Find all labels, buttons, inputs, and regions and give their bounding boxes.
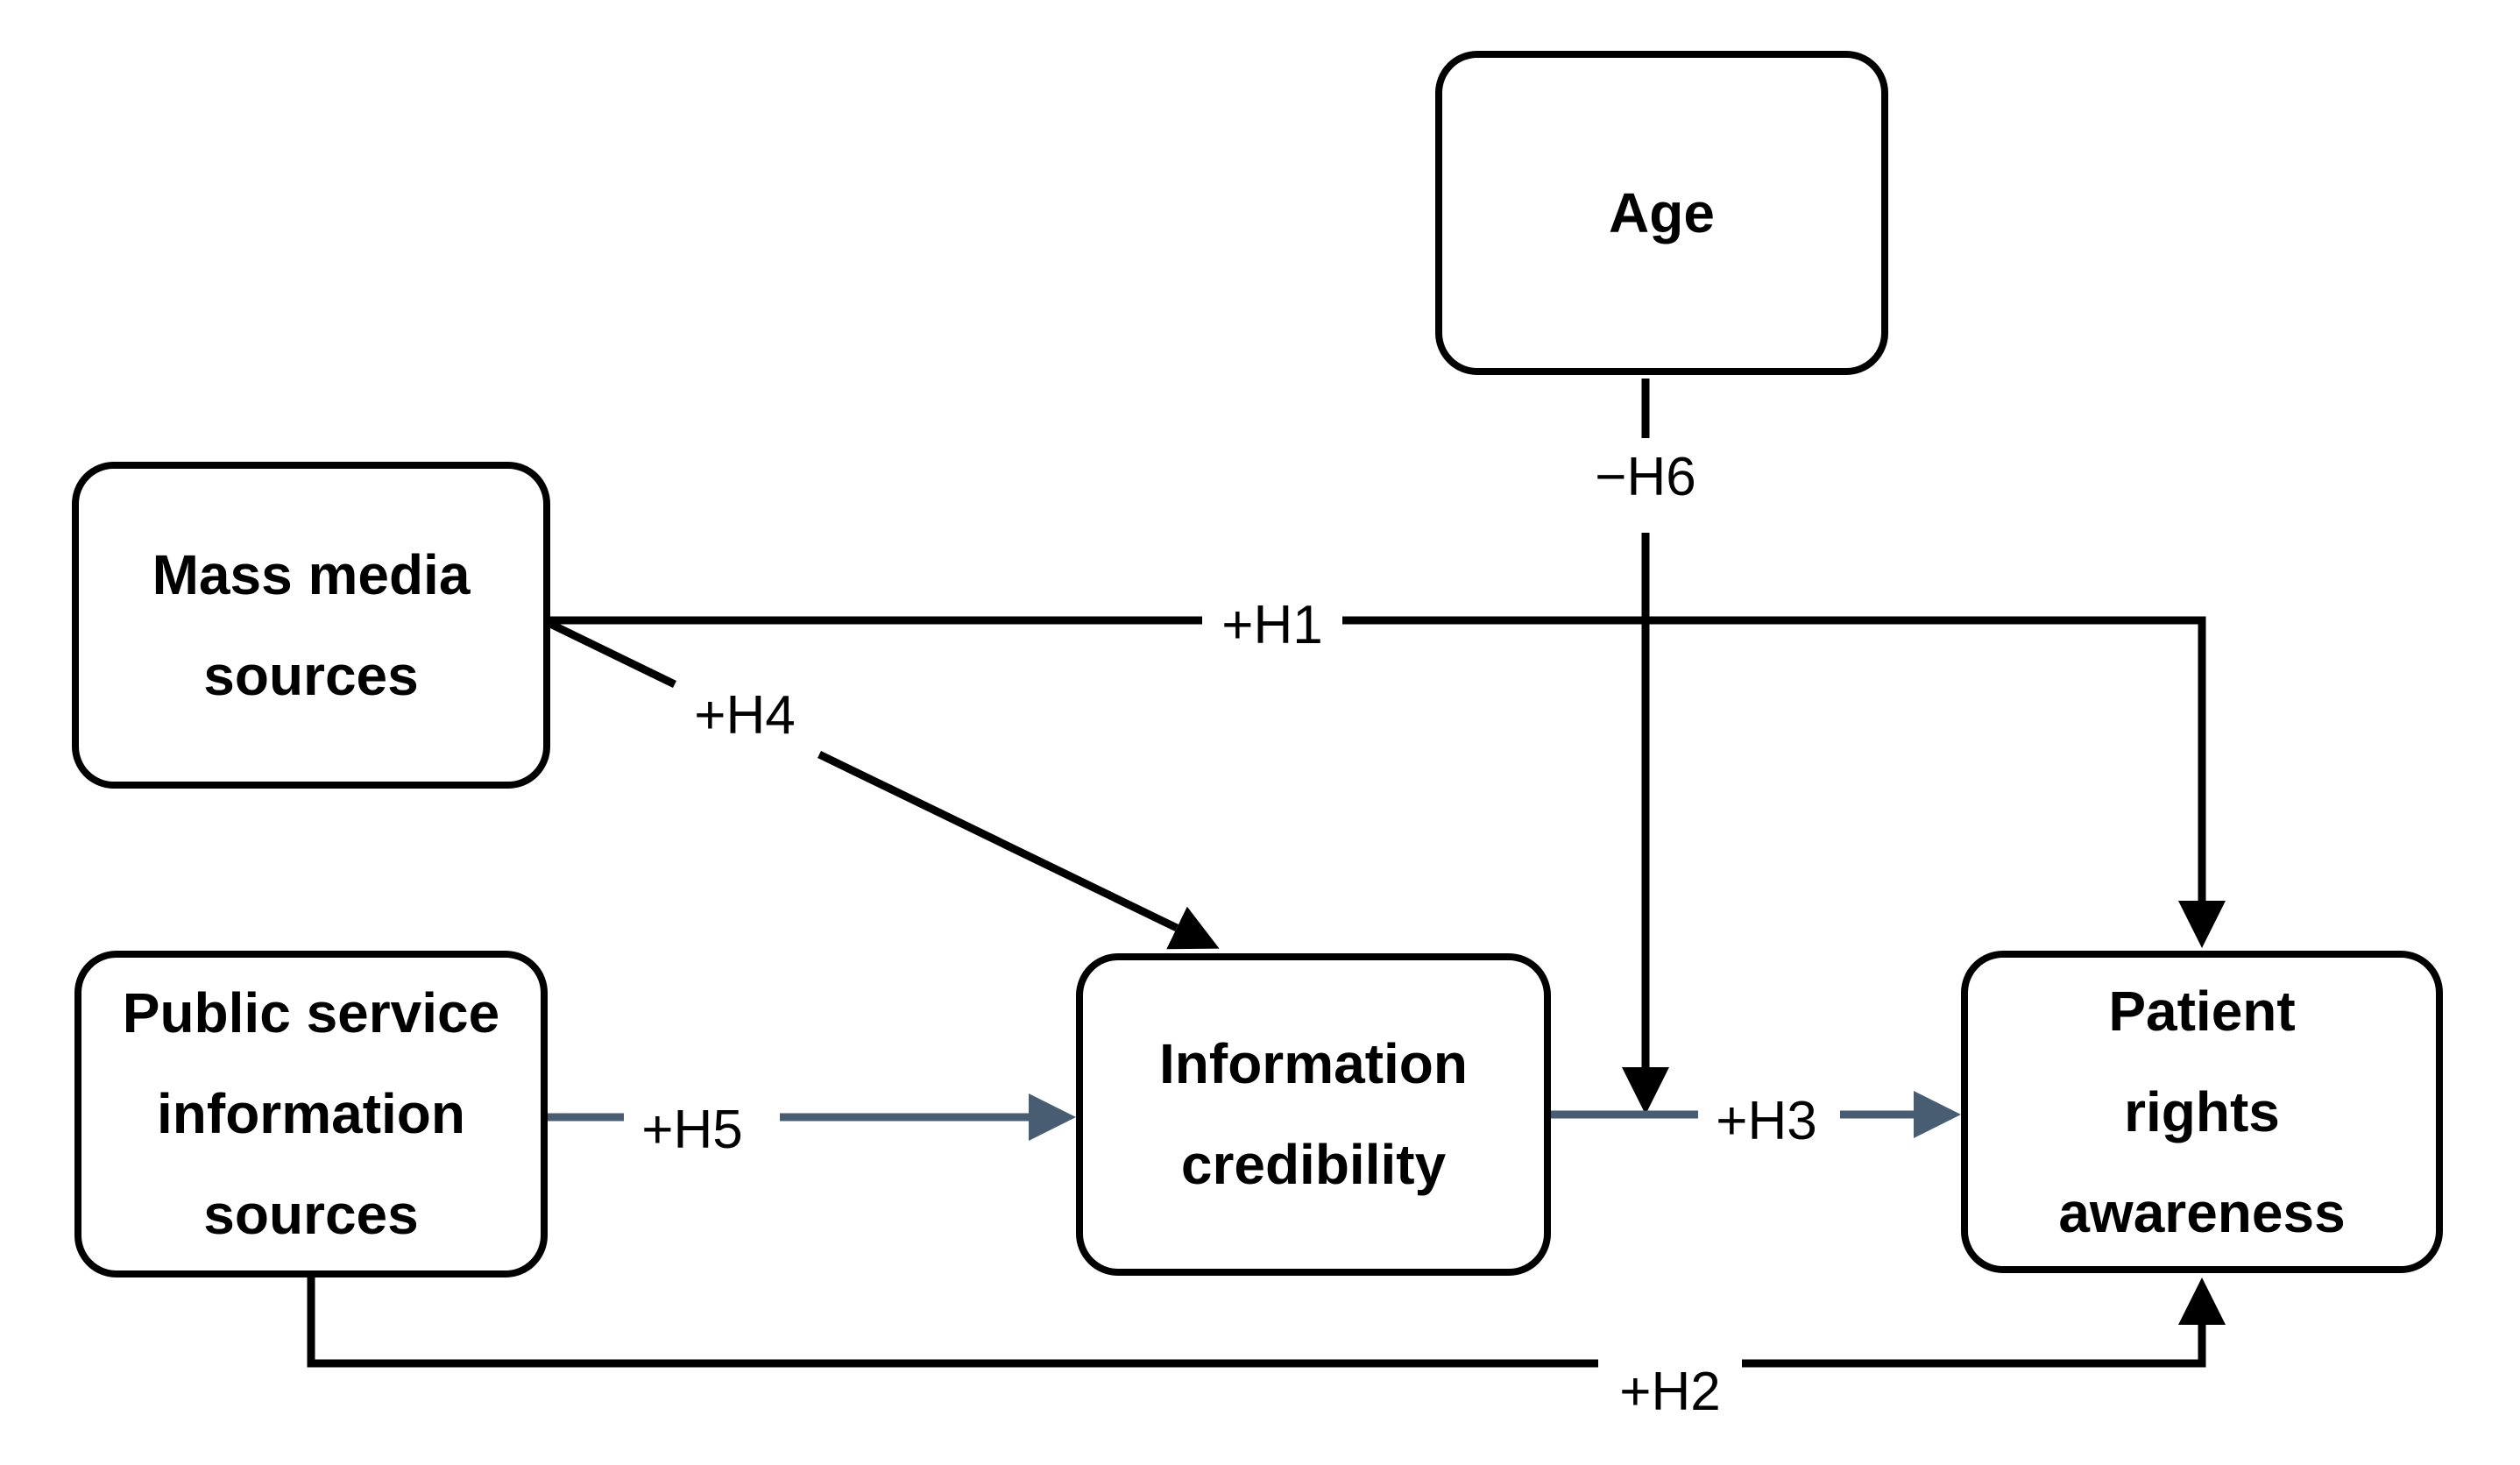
- edge-h6-label: −H6: [1595, 447, 1696, 507]
- node-age: Age: [1435, 51, 1888, 375]
- node-mass-media-sources-label: Mass media sources: [152, 542, 471, 707]
- node-public-service-information-sources-label: Public service information sources: [122, 981, 500, 1246]
- node-patient-rights-awareness: Patient rights awareness: [1961, 951, 2443, 1273]
- edge-h2-label: +H2: [1619, 1362, 1721, 1422]
- node-information-credibility: Information credibility: [1076, 953, 1551, 1276]
- node-public-service-information-sources: Public service information sources: [74, 951, 548, 1277]
- edge-h1-label: +H1: [1221, 595, 1323, 655]
- node-mass-media-sources: Mass media sources: [72, 462, 550, 789]
- edge-h2-arrow: [307, 1277, 2226, 1368]
- node-information-credibility-label: Information credibility: [1159, 1032, 1468, 1196]
- edge-h1-arrow: [550, 616, 2226, 948]
- edge-h3-label: +H3: [1716, 1091, 1817, 1151]
- edge-h5-label: +H5: [641, 1100, 743, 1160]
- node-age-label: Age: [1609, 180, 1715, 244]
- node-patient-rights-awareness-label: Patient rights awareness: [2058, 979, 2346, 1244]
- edge-h4-label: +H4: [694, 685, 796, 746]
- edge-h4-arrow: [549, 619, 1220, 950]
